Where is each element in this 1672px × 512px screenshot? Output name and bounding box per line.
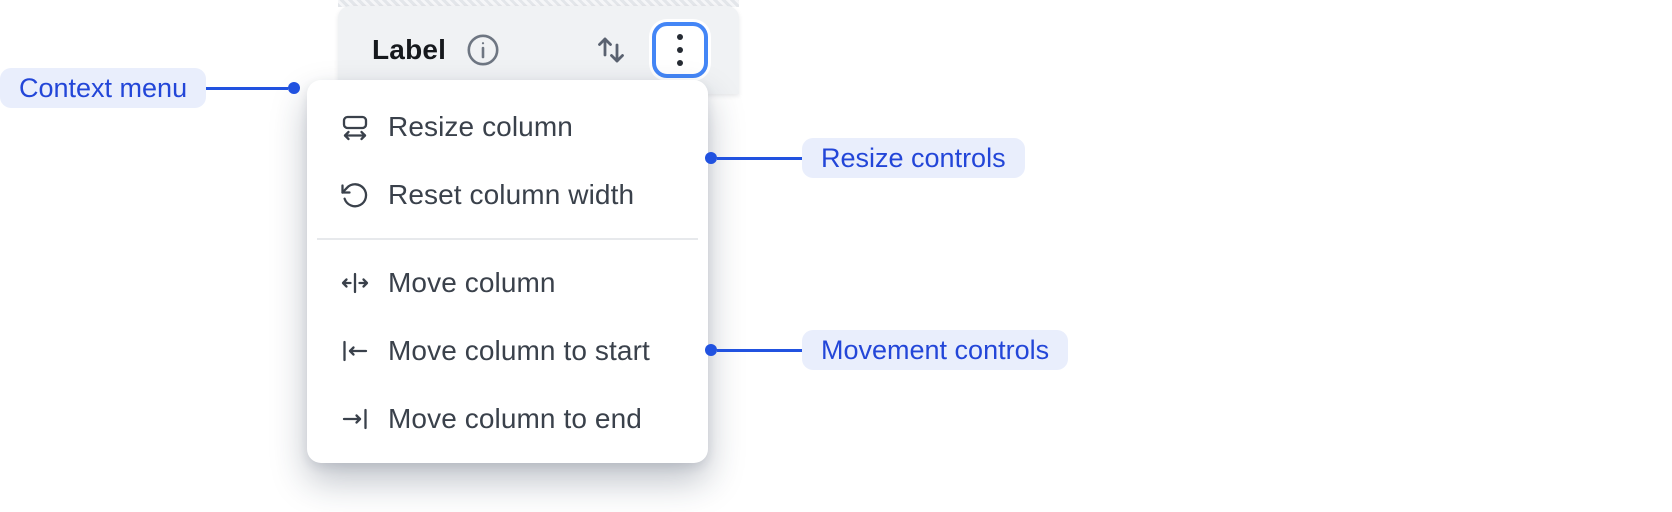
callout-dot xyxy=(705,152,717,164)
callout-movement-controls: Movement controls xyxy=(705,330,1069,370)
kebab-dot xyxy=(677,60,683,66)
kebab-dot xyxy=(677,47,683,53)
callout-line xyxy=(717,348,802,352)
column-menu-button[interactable] xyxy=(652,22,708,78)
menu-item-reset-column-width[interactable]: Reset column width xyxy=(307,161,708,229)
callout-line xyxy=(206,86,289,90)
info-icon[interactable] xyxy=(466,33,500,67)
callout-resize-controls: Resize controls xyxy=(705,138,1025,178)
move-column-icon xyxy=(340,268,370,298)
callout-label: Resize controls xyxy=(802,138,1025,178)
menu-item-label: Reset column width xyxy=(388,179,635,210)
menu-item-label: Resize column xyxy=(388,111,573,142)
column-title: Label xyxy=(372,34,447,65)
menu-item-resize-column[interactable]: Resize column xyxy=(307,93,708,161)
menu-item-label: Move column to end xyxy=(388,403,642,434)
callout-dot xyxy=(705,344,717,356)
move-column-end-icon xyxy=(340,404,370,434)
column-header: Label xyxy=(338,6,739,94)
menu-item-move-column[interactable]: Move column xyxy=(307,249,708,317)
resize-column-icon xyxy=(340,112,370,142)
callout-label: Movement controls xyxy=(802,330,1069,370)
callout-line xyxy=(717,156,802,160)
menu-item-move-column-to-start[interactable]: Move column to start xyxy=(307,317,708,385)
move-column-start-icon xyxy=(340,336,370,366)
menu-item-move-column-to-end[interactable]: Move column to end xyxy=(307,385,708,453)
menu-item-label: Move column to start xyxy=(388,335,650,366)
context-menu: Resize column Reset column width xyxy=(307,80,708,463)
menu-item-label: Move column xyxy=(388,267,556,298)
clipped-edge-hatch xyxy=(338,0,739,7)
menu-divider xyxy=(317,238,698,240)
reset-column-width-icon xyxy=(340,180,370,210)
sort-icon[interactable] xyxy=(594,33,628,67)
callout-dot xyxy=(288,82,301,94)
callout-context-menu: Context menu xyxy=(0,68,301,108)
kebab-dot xyxy=(677,34,683,40)
callout-label: Context menu xyxy=(0,68,207,108)
